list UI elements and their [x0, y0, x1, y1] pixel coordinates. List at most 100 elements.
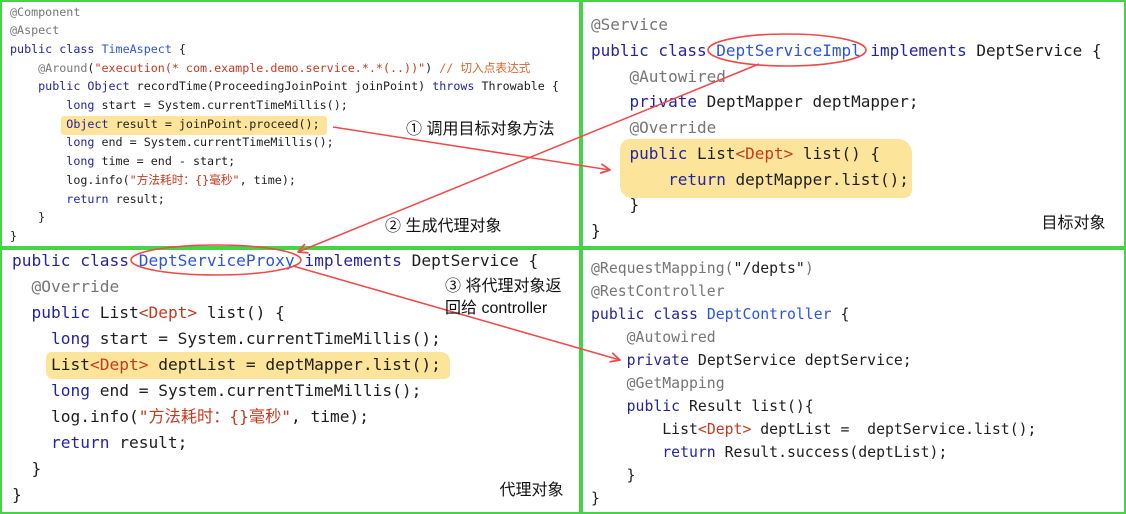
code-token: log.info(: [12, 407, 139, 426]
code-token: Throwable {: [481, 79, 559, 94]
code-line: }: [10, 227, 559, 246]
code-line: @Autowired: [591, 326, 1036, 349]
code-line: log.info("方法耗时：{}毫秒", time);: [10, 171, 559, 190]
annotation-step1: ① 调用目标对象方法: [406, 121, 555, 138]
code-token: @Override: [12, 277, 120, 296]
code-token: @Service: [591, 15, 669, 34]
code-token: end = System.currentTimeMillis();: [99, 381, 422, 400]
code-line: public class DeptServiceProxy implements…: [12, 248, 538, 274]
code-token: "/depts": [733, 259, 805, 277]
code-panel-target: @Service public class DeptServiceImpl imp…: [581, 0, 1126, 248]
code-token: @Aspect: [10, 23, 60, 38]
code-token: long: [10, 98, 102, 113]
code-token: Object: [10, 116, 116, 131]
code-token: @RequestMapping(: [591, 259, 734, 277]
code-token: implements: [860, 40, 977, 60]
code-token: list() {: [197, 303, 285, 322]
code-token: DeptService deptService;: [697, 351, 912, 369]
code-token: DeptService {: [976, 40, 1102, 60]
code-token: }: [12, 459, 42, 478]
code-block-target: @Service public class DeptServiceImpl imp…: [591, 12, 1102, 244]
code-line: }: [591, 464, 1036, 487]
code-line: @Override: [12, 274, 538, 300]
code-token: {: [171, 41, 186, 56]
panel-label-proxy: 代理对象: [488, 467, 575, 508]
code-token: ): [804, 259, 814, 277]
code-token: DeptController: [706, 305, 832, 323]
code-line: }: [591, 487, 1036, 510]
code-token: return: [591, 443, 725, 461]
code-token: }: [591, 195, 640, 215]
annotation-step3-line1: ③ 将代理对象返: [445, 278, 562, 295]
code-line: @RequestMapping("/depts"): [591, 257, 1036, 280]
code-token: "execution(* com.example.demo.service.*.…: [94, 60, 426, 75]
annotation-step3-line2: 回给 controller: [445, 300, 548, 317]
code-token: end = System.currentTimeMillis();: [101, 135, 334, 150]
code-token: }: [12, 485, 22, 504]
highlight-proceed-call: [61, 116, 327, 135]
code-token: public class: [10, 41, 102, 56]
code-line: }: [591, 192, 1102, 218]
code-token: start = System.currentTimeMillis();: [101, 98, 348, 113]
code-token: result;: [119, 433, 188, 452]
code-token: long: [10, 135, 102, 150]
code-token: return: [12, 433, 120, 452]
code-line: return Result.success(deptList);: [591, 441, 1036, 464]
code-line: long start = System.currentTimeMillis();: [10, 96, 559, 115]
code-token: public class: [12, 251, 139, 270]
code-line: return result;: [10, 190, 559, 209]
code-token: log.info(: [10, 172, 130, 187]
code-token: return: [10, 191, 116, 206]
code-token: }: [10, 228, 18, 243]
code-token: }: [10, 210, 46, 225]
code-token: public: [591, 397, 689, 415]
code-token: }: [591, 466, 636, 484]
code-token: @GetMapping: [591, 374, 725, 392]
code-token: DeptServiceImpl: [716, 40, 861, 60]
code-token: }: [591, 221, 601, 240]
code-line: private DeptMapper deptMapper;: [591, 89, 1102, 115]
code-token: Result list(){: [689, 397, 814, 415]
code-token: start = System.currentTimeMillis();: [99, 329, 441, 348]
code-token: @Around: [10, 60, 88, 75]
code-line: public class DeptController {: [591, 303, 1036, 326]
code-token: ): [425, 60, 440, 75]
panel-label-target: 目标对象: [1030, 200, 1117, 241]
code-token: throws: [432, 79, 482, 94]
code-token: public Object: [10, 79, 137, 94]
code-line: public List<Dept> list() {: [591, 141, 1102, 167]
code-line: List<Dept> deptList = deptMapper.list();: [12, 352, 538, 378]
code-token: TimeAspect: [101, 41, 172, 56]
code-line: long start = System.currentTimeMillis();: [12, 326, 538, 352]
code-line: return deptMapper.list();: [591, 167, 1102, 193]
code-token: long: [12, 329, 100, 348]
code-line: @Component: [10, 3, 559, 22]
code-line: }: [12, 456, 538, 482]
code-line: }: [591, 218, 1102, 244]
code-token: <Dept>: [138, 303, 198, 322]
code-token: public: [591, 143, 697, 163]
code-token: DeptMapper deptMapper;: [706, 92, 919, 112]
code-token: <Dept>: [697, 420, 752, 438]
code-token: }: [591, 489, 600, 507]
code-token: public: [12, 303, 100, 322]
code-panel-proxy: public class DeptServiceProxy implements…: [0, 248, 581, 514]
code-token: long: [12, 381, 100, 400]
code-token: // 切入点表达式: [439, 60, 531, 75]
code-token: public class: [591, 40, 717, 60]
code-line: Object result = joinPoint.proceed();: [10, 115, 559, 134]
code-line: @Around("execution(* com.example.demo.se…: [10, 59, 559, 78]
code-token: List: [99, 303, 139, 322]
code-token: List: [591, 420, 698, 438]
code-line: private DeptService deptService;: [591, 349, 1036, 372]
code-line: log.info("方法耗时：{}毫秒", time);: [12, 404, 538, 430]
code-token: @Override: [591, 118, 717, 137]
annotation-step2: ② 生成代理对象: [385, 218, 502, 235]
code-line: @GetMapping: [591, 372, 1036, 395]
code-token: return: [591, 169, 736, 189]
code-line: long time = end - start;: [10, 152, 559, 171]
code-token: "方法耗时：{}毫秒": [138, 407, 291, 426]
code-line: public List<Dept> list() {: [12, 300, 538, 326]
code-token: result = joinPoint.proceed();: [115, 116, 320, 131]
code-token: {: [831, 305, 850, 323]
